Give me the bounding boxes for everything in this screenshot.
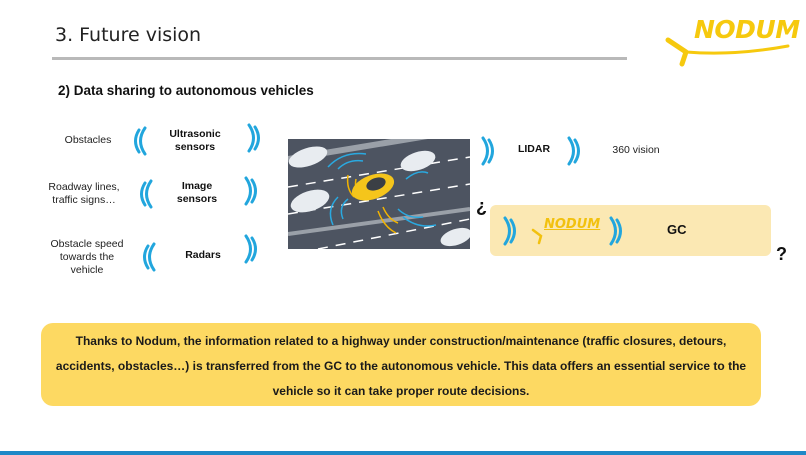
question-mark-close: ? bbox=[776, 244, 787, 264]
mini-logo-text: NODUM bbox=[544, 217, 601, 232]
nodum-mini-logo: NODUM bbox=[530, 216, 601, 246]
signal-wave-icon bbox=[244, 176, 257, 206]
title-divider bbox=[52, 57, 627, 60]
logo-text: NODUM bbox=[694, 15, 800, 44]
section-subtitle: 2) Data sharing to autonomous vehicles bbox=[58, 83, 314, 98]
gc-label: GC bbox=[667, 222, 687, 237]
signal-wave-icon bbox=[567, 136, 580, 166]
sensor-label-radars: Radars bbox=[185, 249, 221, 261]
signal-wave-icon bbox=[503, 216, 516, 246]
slide-title: 3. Future vision bbox=[55, 24, 202, 46]
question-mark-open: ¿ bbox=[476, 196, 487, 216]
signal-wave-icon bbox=[143, 242, 156, 272]
nodum-logo: NODUM bbox=[664, 12, 800, 68]
footer-bar bbox=[0, 451, 806, 455]
data-label-obstacles: Obstacles bbox=[64, 134, 112, 146]
logo-mark-icon bbox=[665, 37, 790, 67]
signal-wave-icon bbox=[247, 123, 260, 153]
signal-wave-icon bbox=[134, 126, 147, 156]
summary-text: Thanks to Nodum, the information related… bbox=[55, 334, 747, 398]
sensor-label-lidar: LIDAR bbox=[517, 143, 551, 155]
summary-callout: Thanks to Nodum, the information related… bbox=[41, 323, 761, 406]
data-label-obstacle-speed: Obstacle speed towards the vehicle bbox=[50, 238, 124, 276]
signal-wave-icon bbox=[609, 216, 622, 246]
signal-wave-icon bbox=[140, 179, 153, 209]
data-label-roadway-lines: Roadway lines, traffic signs… bbox=[48, 181, 120, 206]
logo-mark-icon bbox=[531, 228, 543, 245]
sensor-label-image: Image sensors bbox=[176, 180, 218, 205]
data-label-360-vision: 360 vision bbox=[612, 144, 660, 156]
gc-panel bbox=[490, 205, 771, 256]
sensor-label-ultrasonic: Ultrasonic sensors bbox=[169, 128, 221, 153]
autonomous-car-illustration bbox=[288, 139, 470, 249]
signal-wave-icon bbox=[481, 136, 494, 166]
signal-wave-icon bbox=[244, 234, 257, 264]
